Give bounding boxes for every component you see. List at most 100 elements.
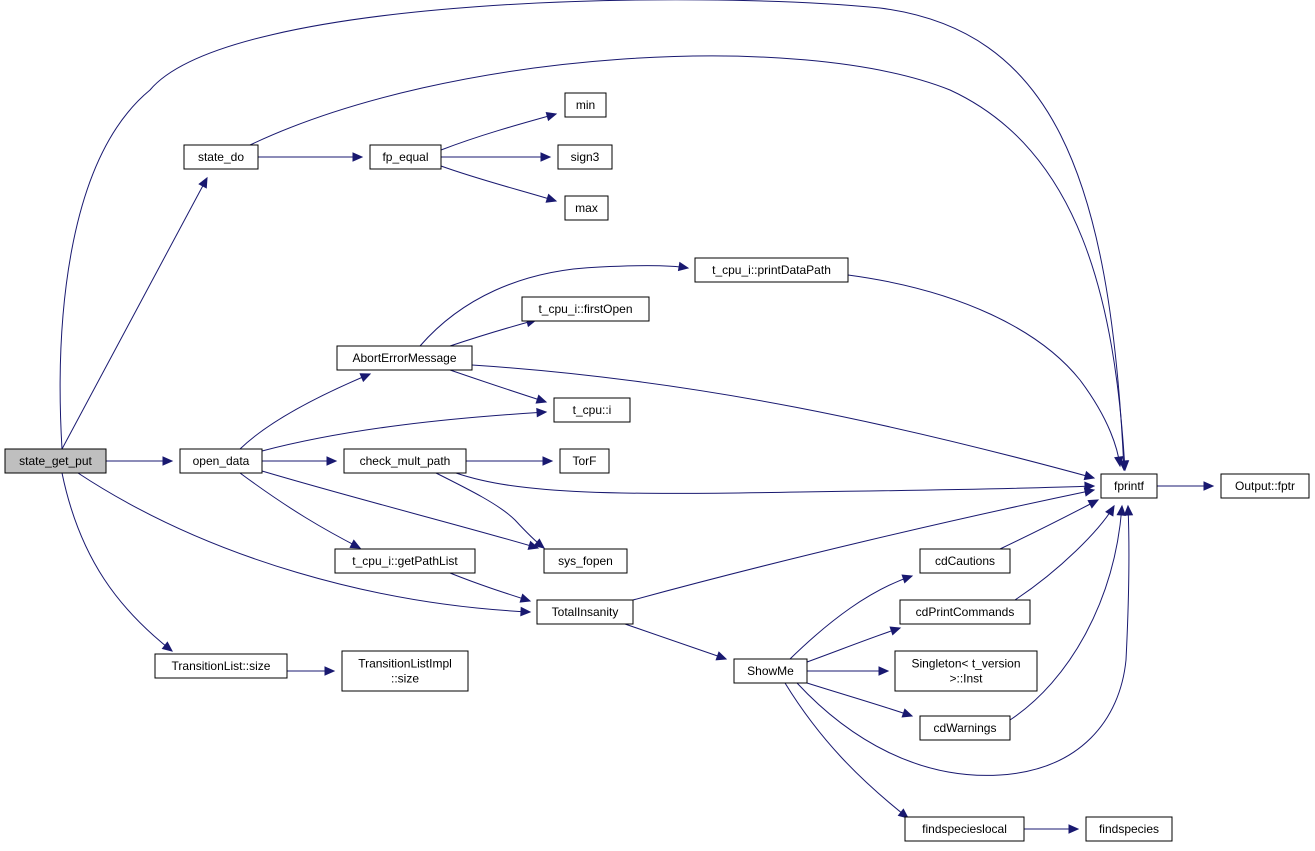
edge-line (261, 470, 539, 549)
node-findspecieslocal[interactable]: findspecieslocal (904, 816, 1025, 842)
edge-state_do-to-fprintf (249, 55, 1130, 472)
edge-ShowMe-to-findspecieslocal (784, 682, 909, 819)
node-box (1100, 473, 1158, 499)
node-box (336, 345, 473, 371)
node-findspecies[interactable]: findspecies (1085, 816, 1173, 842)
edge-state_get_put-to-TransitionList_size (61, 472, 173, 652)
node-box (559, 448, 610, 474)
edge-line (624, 623, 727, 660)
edge-line (440, 113, 557, 151)
node-box (919, 715, 1011, 741)
arrowhead (542, 456, 554, 466)
node-TransitionListImpl_size[interactable]: TransitionListImpl::size (341, 650, 469, 692)
node-label: t_cpu::i (573, 403, 612, 417)
node-TransitionList_size[interactable]: TransitionList::size (154, 653, 288, 679)
edge-line (261, 411, 547, 452)
arrowhead (161, 641, 173, 652)
edge-ShowMe-to-cdCautions (789, 574, 914, 660)
node-firstOpen[interactable]: t_cpu_i::firstOpen (521, 296, 650, 322)
node-box (1220, 473, 1310, 499)
node-sys_fopen[interactable]: sys_fopen (543, 548, 628, 574)
arrowhead (1083, 487, 1096, 497)
node-ShowMe[interactable]: ShowMe (733, 658, 808, 684)
node-state_get_put[interactable]: state_get_put (4, 448, 107, 474)
edge-ShowMe-to-fprintf (796, 504, 1134, 776)
arrowhead (533, 538, 545, 549)
arrowhead (352, 152, 364, 162)
edge-AbortErrorMessage-to-firstOpen (449, 317, 538, 347)
node-box (919, 548, 1011, 574)
edge-line (449, 319, 537, 347)
arrowhead (1123, 504, 1134, 516)
edge-line (419, 265, 689, 347)
edge-line (440, 165, 557, 202)
node-box (536, 599, 634, 625)
node-label: t_cpu_i::getPathList (352, 554, 458, 568)
edge-line (471, 364, 1095, 479)
node-Output_fptr[interactable]: Output::fptr (1220, 473, 1310, 499)
node-fp_equal[interactable]: fp_equal (369, 144, 442, 170)
node-label: min (576, 98, 595, 112)
arrowhead (162, 456, 174, 466)
edge-fp_equal-to-max (440, 165, 558, 203)
node-box (369, 144, 442, 170)
node-label: t_cpu_i::firstOpen (538, 302, 632, 316)
node-state_do[interactable]: state_do (183, 144, 259, 170)
edge-AbortErrorMessage-to-t_cpu_i_op (449, 369, 548, 404)
node-cdWarnings[interactable]: cdWarnings (919, 715, 1011, 741)
arrowhead (901, 708, 914, 718)
arrowhead (535, 394, 548, 404)
node-cdCautions[interactable]: cdCautions (919, 548, 1011, 574)
node-label: TransitionList::size (172, 659, 271, 673)
edge-line (239, 472, 361, 549)
edge-line (789, 575, 913, 660)
node-printDataPath[interactable]: t_cpu_i::printDataPath (694, 257, 849, 283)
edge-TransitionList_size-to-TransitionListImpl_size (287, 666, 336, 676)
node-box (904, 816, 1025, 842)
node-label: findspecieslocal (922, 822, 1007, 836)
edge-line (455, 472, 1095, 494)
edge-state_get_put-to-TotalInsanity (77, 472, 532, 617)
node-getPathList[interactable]: t_cpu_i::getPathList (334, 548, 476, 574)
node-cdPrintCommands[interactable]: cdPrintCommands (899, 599, 1031, 625)
arrowhead (324, 666, 336, 676)
arrowhead (349, 539, 362, 549)
node-min[interactable]: min (564, 92, 607, 118)
edge-line (449, 572, 531, 602)
node-AbortErrorMessage[interactable]: AbortErrorMessage (336, 345, 473, 371)
node-box (343, 448, 467, 474)
node-TotalInsanity[interactable]: TotalInsanity (536, 599, 634, 625)
node-sign3[interactable]: sign3 (557, 144, 613, 170)
node-label: ShowMe (747, 664, 794, 678)
arrowhead (677, 261, 690, 272)
arrowhead (520, 606, 532, 617)
edge-line (1014, 505, 1115, 601)
edge-state_get_put-to-state_do (61, 176, 208, 450)
edge-TotalInsanity-to-fprintf (632, 487, 1096, 601)
node-open_data[interactable]: open_data (179, 448, 263, 474)
node-label: Output::fptr (1235, 479, 1295, 493)
node-box (341, 650, 469, 692)
node-label: t_cpu_i::printDataPath (712, 263, 831, 277)
node-label: open_data (193, 454, 250, 468)
node-TorF[interactable]: TorF (559, 448, 610, 474)
node-max[interactable]: max (564, 195, 609, 221)
node-Singleton_Inst[interactable]: Singleton< t_version>::Inst (894, 650, 1038, 692)
edge-getPathList-to-TotalInsanity (449, 572, 532, 603)
node-t_cpu_i_op[interactable]: t_cpu::i (553, 397, 631, 423)
node-box (1085, 816, 1173, 842)
edge-fp_equal-to-min (440, 111, 558, 151)
edge-cdCautions-to-fprintf (999, 499, 1100, 550)
node-label: TorF (573, 454, 597, 468)
arrowhead (1105, 504, 1115, 517)
node-box (521, 296, 650, 322)
edge-line (61, 177, 208, 450)
arrowhead (1119, 460, 1130, 472)
node-check_mult_path[interactable]: check_mult_path (343, 448, 467, 474)
node-box (564, 195, 609, 221)
node-fprintf[interactable]: fprintf (1100, 473, 1158, 499)
node-label: max (575, 201, 598, 215)
edge-ShowMe-to-Singleton_Inst (807, 666, 890, 676)
